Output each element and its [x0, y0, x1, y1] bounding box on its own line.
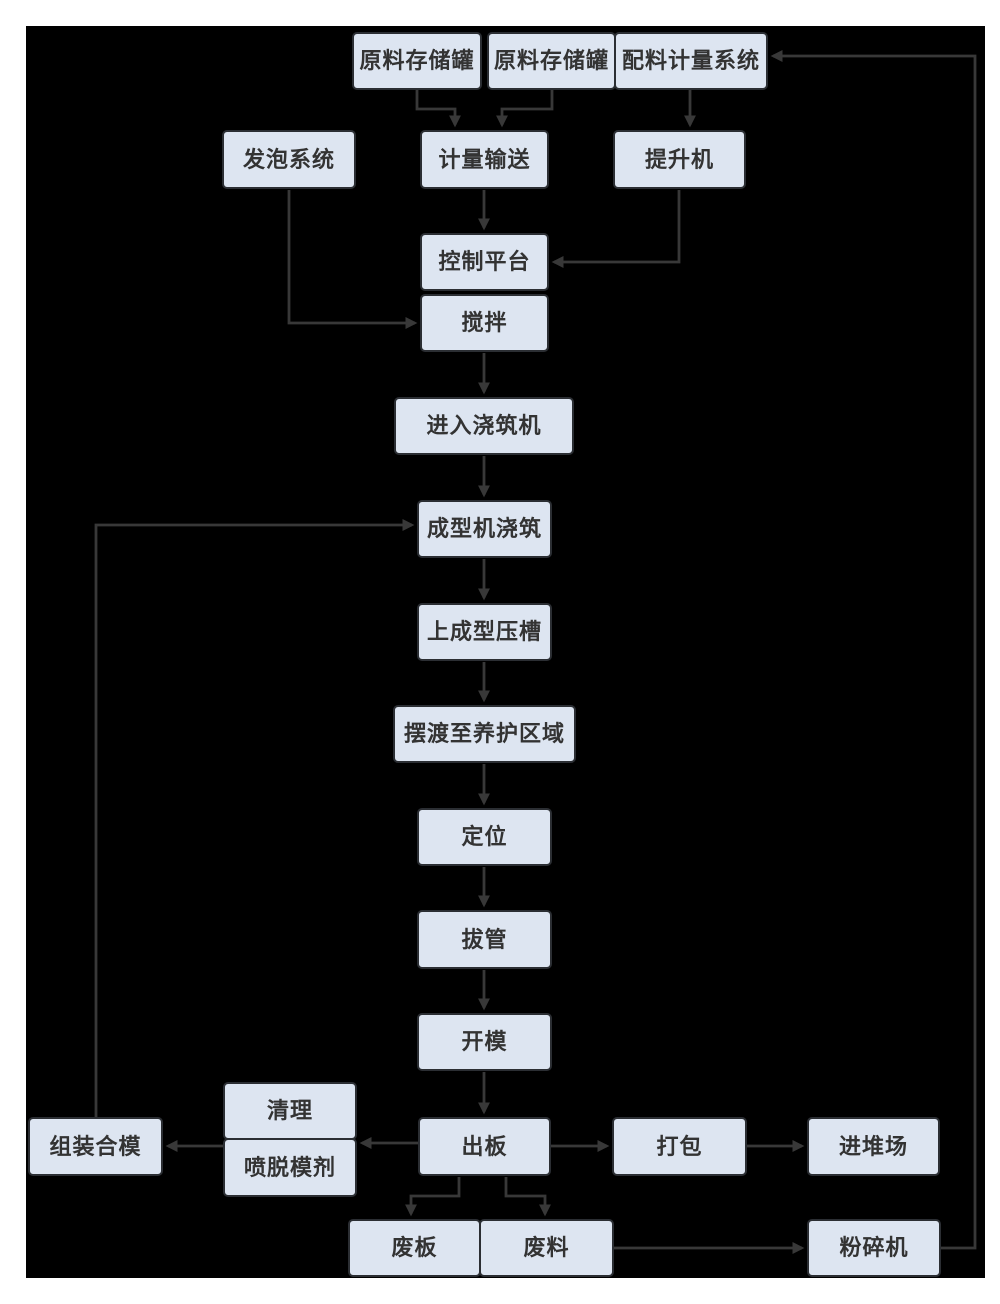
node-cleaning: 清理: [223, 1082, 357, 1140]
node-spray-release-agent: 喷脱模剂: [223, 1138, 357, 1197]
node-mold-opening: 开模: [417, 1013, 552, 1071]
node-enter-pouring-machine: 进入浇筑机: [394, 397, 574, 455]
node-waste-material: 废料: [479, 1219, 614, 1277]
node-ferry-to-curing-area: 摆渡至养护区域: [393, 705, 576, 763]
node-control-platform: 控制平台: [420, 233, 549, 291]
node-batching-metering-system: 配料计量系统: [614, 32, 768, 90]
node-foaming-system: 发泡系统: [222, 130, 356, 189]
node-packing: 打包: [612, 1117, 747, 1176]
node-metering-conveyor: 计量输送: [420, 130, 549, 189]
node-raw-material-tank-1: 原料存储罐: [352, 32, 482, 90]
node-forming-machine-pouring: 成型机浇筑: [417, 500, 552, 558]
node-assemble-close-mold: 组装合模: [28, 1117, 163, 1176]
node-positioning: 定位: [417, 808, 552, 866]
node-into-stockyard: 进堆场: [807, 1117, 940, 1176]
node-crusher: 粉碎机: [807, 1219, 941, 1277]
node-upper-forming-press-groove: 上成型压槽: [417, 603, 552, 661]
node-board-output: 出板: [418, 1117, 551, 1176]
node-waste-board: 废板: [348, 1219, 481, 1277]
node-raw-material-tank-2: 原料存储罐: [487, 32, 616, 90]
node-mixing: 搅拌: [420, 294, 549, 352]
node-pipe-pulling: 拔管: [417, 910, 552, 969]
node-elevator: 提升机: [613, 130, 746, 189]
